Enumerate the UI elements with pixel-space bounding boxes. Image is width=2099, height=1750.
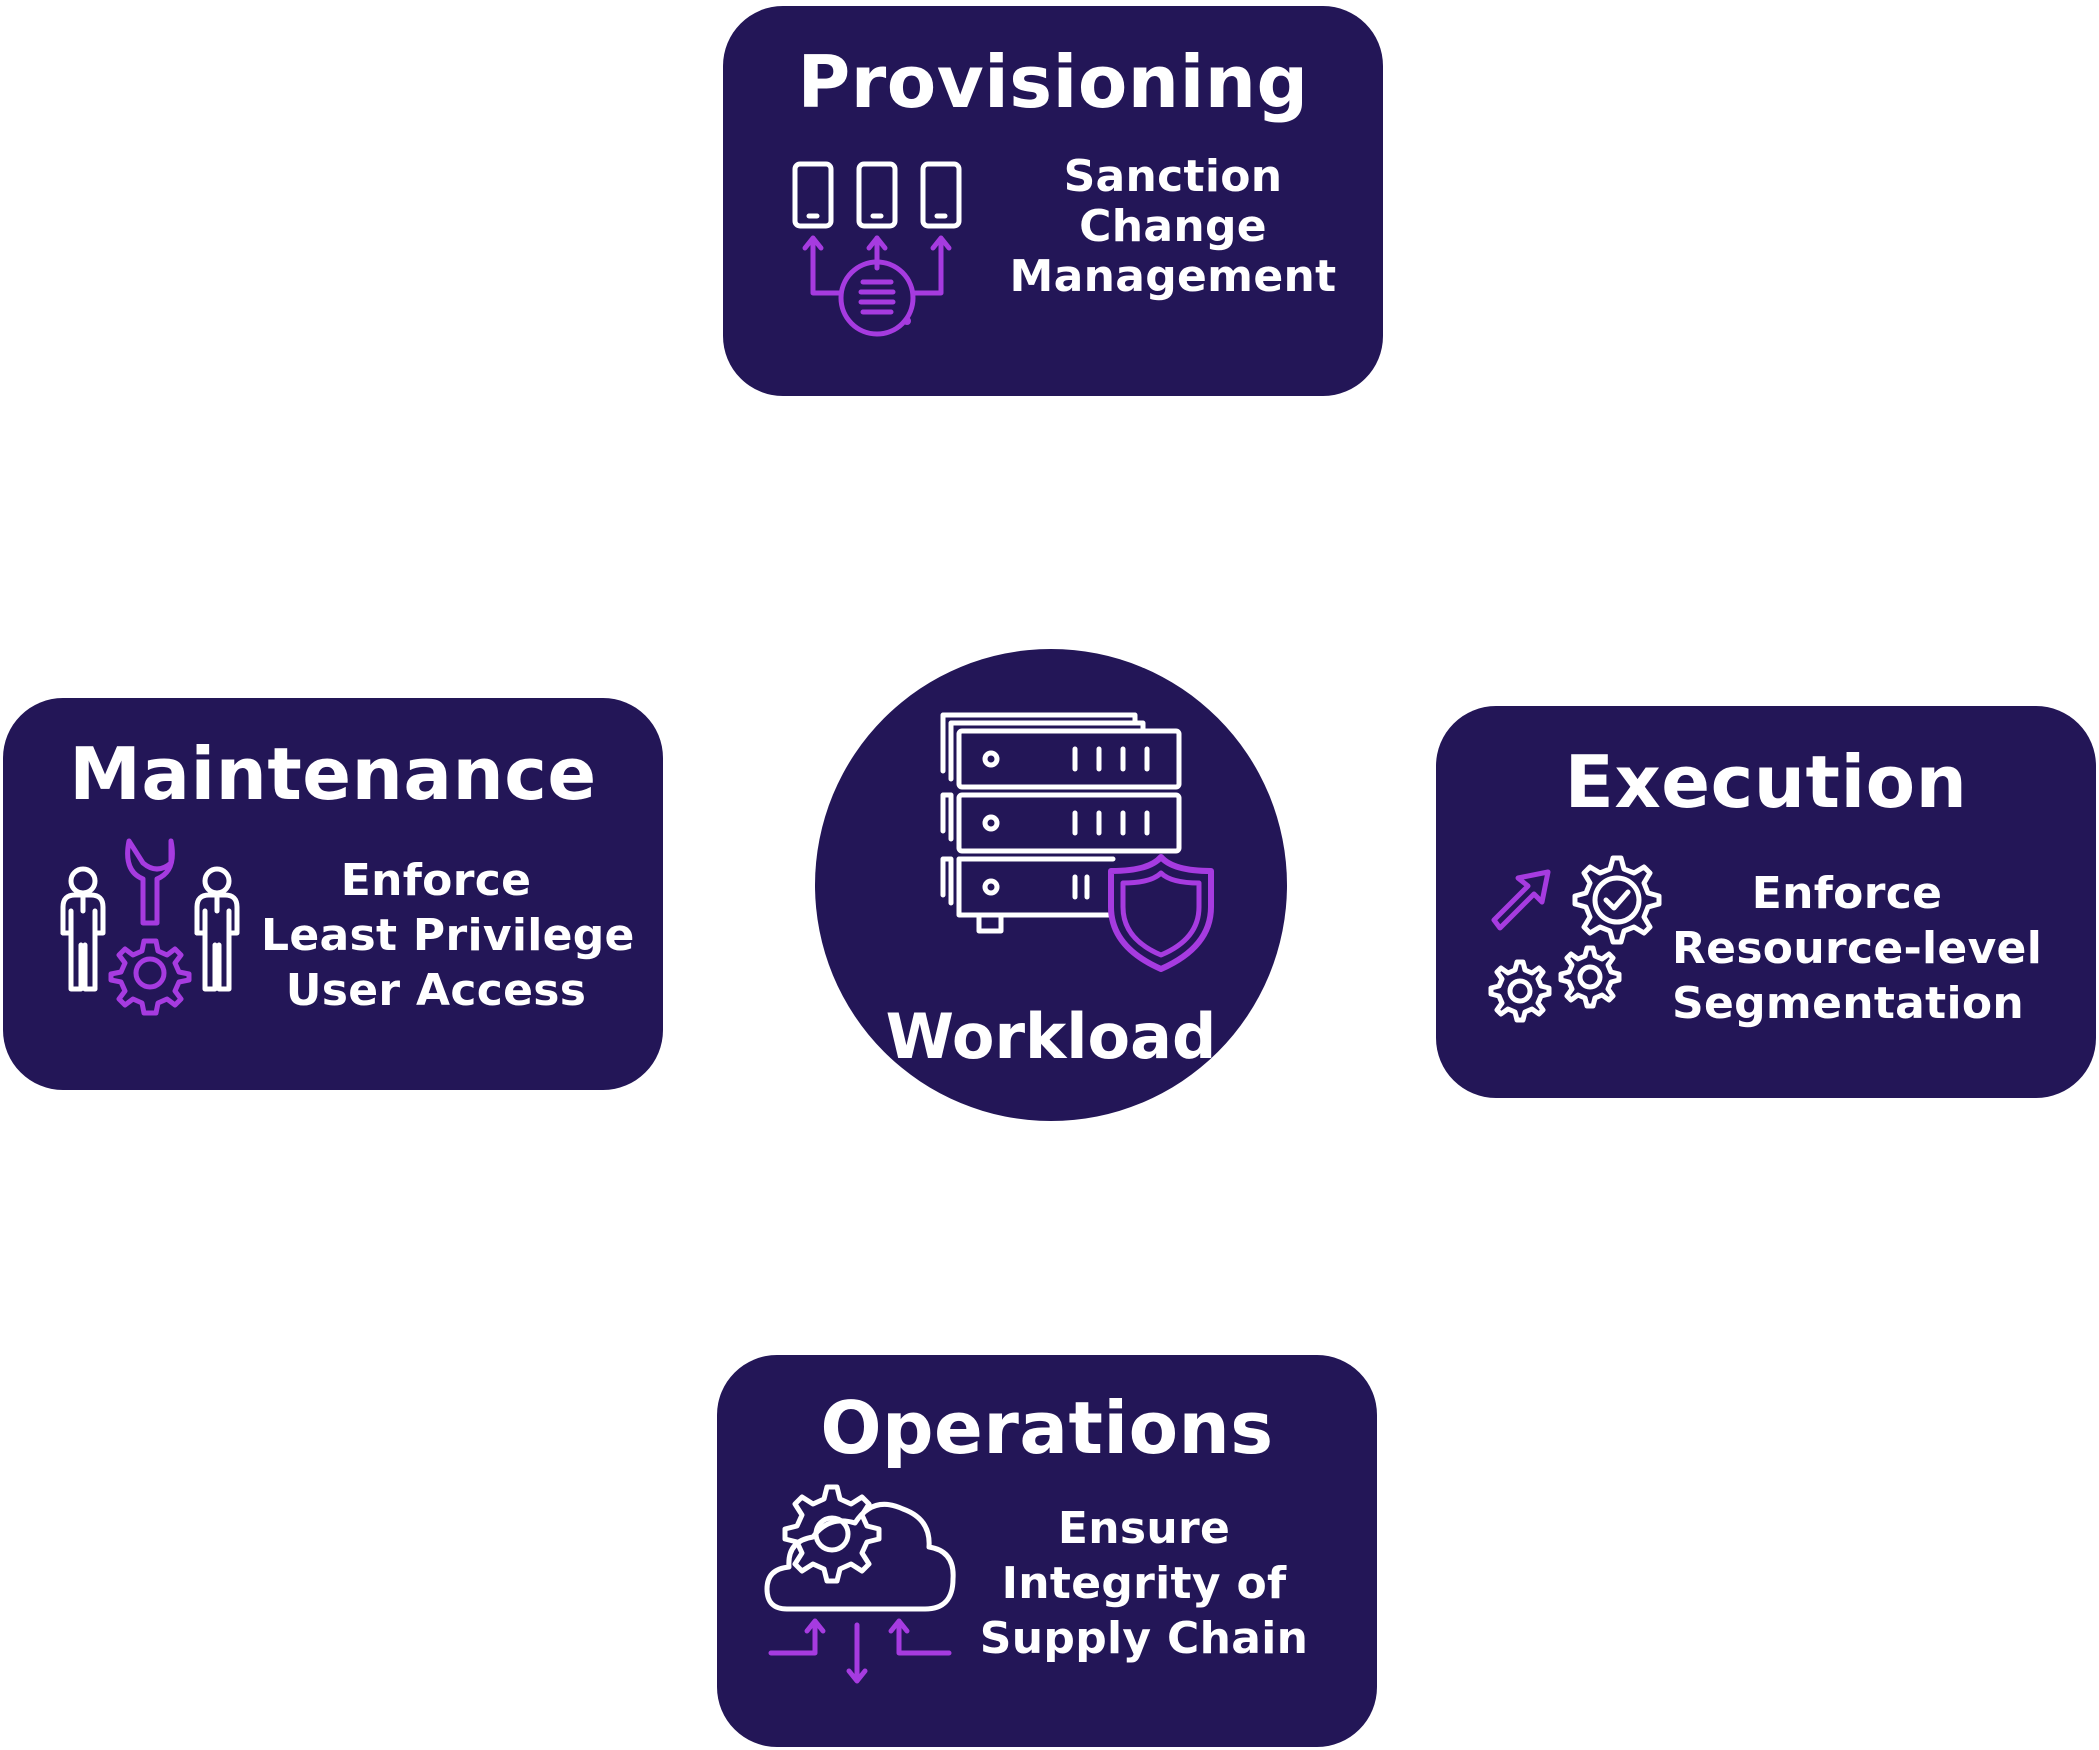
cloud-gear-icon (763, 1484, 963, 1685)
operations-line-3: Supply Chain (979, 1613, 1309, 1664)
workload-circle: Workload (815, 649, 1287, 1121)
provisioning-card: Provisioning (723, 6, 1383, 396)
workload-label: Workload (885, 1000, 1217, 1073)
operations-line-2: Integrity of (1001, 1558, 1287, 1609)
execution-line-2: Resource-level (1672, 923, 2043, 974)
execution-line-3: Segmentation (1672, 978, 2025, 1029)
provisioning-line-3: Management (1009, 251, 1337, 302)
maintenance-line-3: User Access (285, 965, 587, 1016)
maintenance-line-2: Least Privilege (261, 910, 635, 961)
server-shield-icon (935, 711, 1225, 972)
operations-description: Ensure Integrity of Supply Chain (969, 1501, 1319, 1666)
execution-description: Enforce Resource-level Segmentation (1672, 866, 2043, 1031)
provisioning-description: Sanction Change Management (1003, 152, 1343, 302)
people-wrench-gear-icon (57, 838, 247, 1041)
operations-title: Operations (820, 1386, 1274, 1470)
operations-line-1: Ensure (1057, 1503, 1231, 1554)
maintenance-description: Enforce Least Privilege User Access (261, 853, 635, 1018)
provisioning-line-1: Sanction (1063, 151, 1283, 202)
gears-arrow-icon (1488, 855, 1678, 1028)
operations-card: Operations Ensure Integrity of Supply Ch… (717, 1355, 1377, 1747)
execution-title: Execution (1564, 740, 1968, 824)
provisioning-title: Provisioning (797, 40, 1309, 124)
maintenance-title: Maintenance (69, 732, 597, 816)
execution-card: Execution Enforce Resource-level Segment… (1436, 706, 2096, 1098)
provisioning-line-2: Change (1079, 201, 1267, 252)
devices-distribution-icon (789, 158, 969, 338)
maintenance-card: Maintenance En (3, 698, 663, 1090)
maintenance-line-1: Enforce (340, 855, 532, 906)
execution-line-1: Enforce (1751, 868, 1943, 919)
